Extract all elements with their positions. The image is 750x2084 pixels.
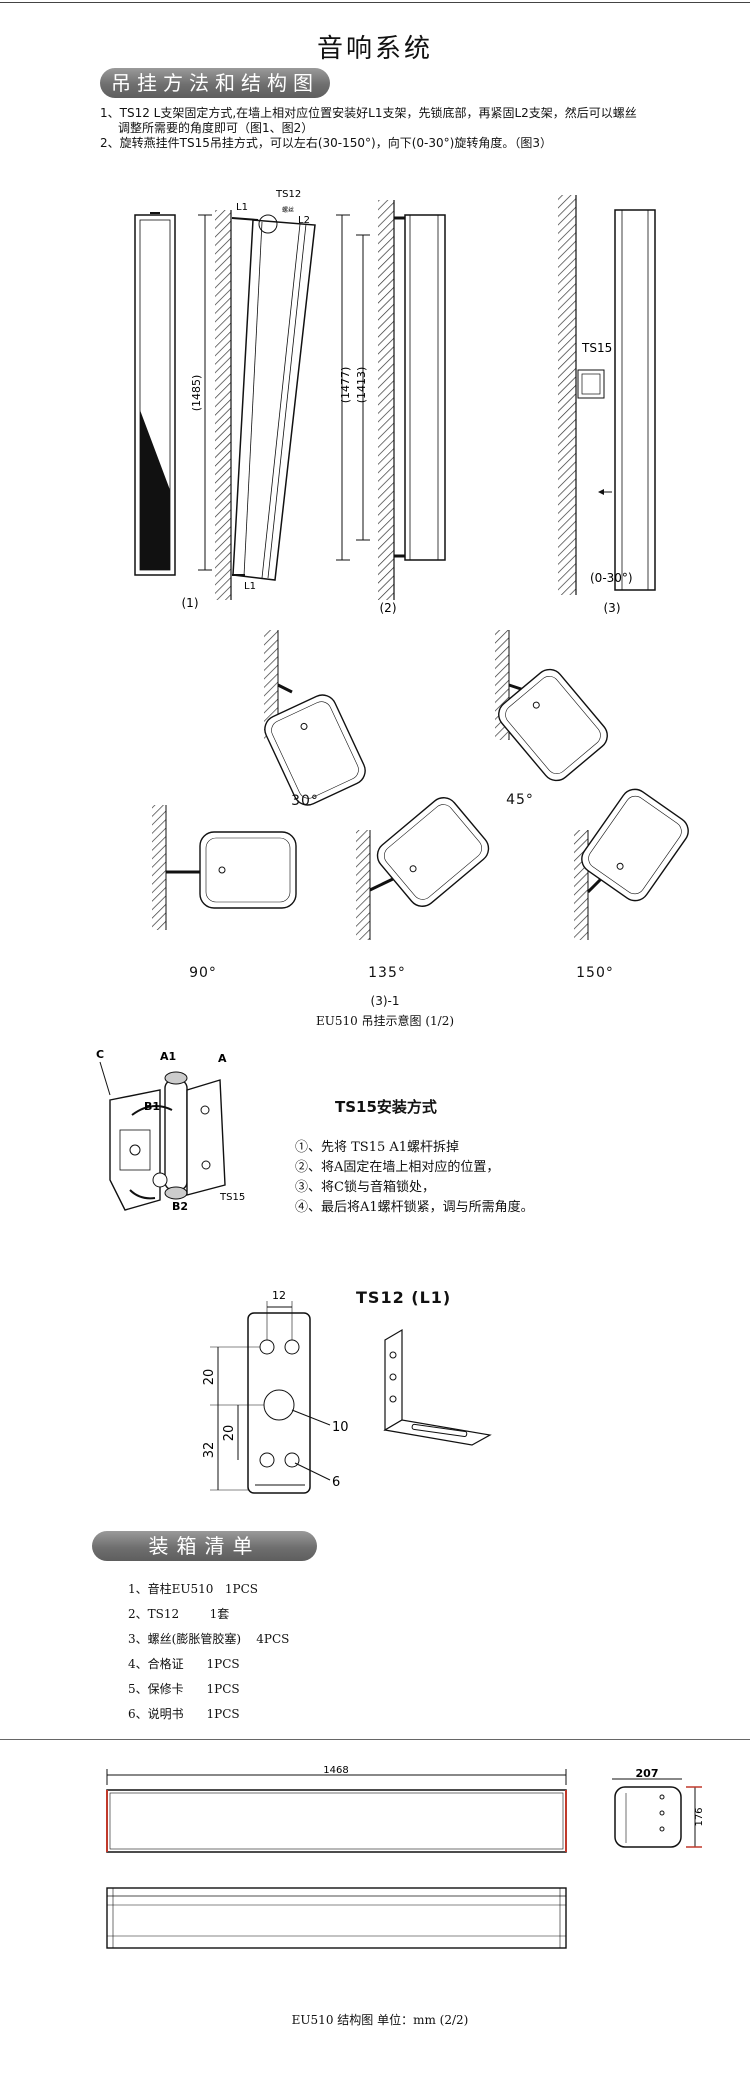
page-title: 音响系统 [316, 34, 433, 64]
dim-207: 207 [636, 1767, 659, 1780]
ts15-step-1: ①、先将 TS15 A1螺杆拆掉 [295, 1140, 460, 1155]
dim-20a: 20 [202, 1369, 217, 1386]
ts12-bracket-drawing: 12 20 20 32 10 6 [202, 1289, 492, 1494]
ts15-label: TS15 [581, 341, 612, 355]
structure-drawing: 1468 207 176 [106, 1765, 705, 1949]
fig2-caption: (2) [380, 601, 397, 615]
l1-top-label: L1 [236, 202, 248, 213]
fig3-caption: (3) [604, 601, 621, 615]
fig1-caption: (1) [182, 596, 199, 610]
fig3-angle-label: (0-30°) [590, 571, 633, 585]
dim-10: 10 [332, 1420, 349, 1435]
l2-label: L2 [298, 215, 310, 226]
speaker-column-side [404, 214, 446, 561]
ts15-step-2: ②、将A固定在墙上相对应的位置， [295, 1160, 500, 1175]
top-rule [0, 2, 750, 3]
ts12-label: TS12 [275, 189, 301, 200]
section-pill-packing: 装箱清单 [92, 1531, 317, 1561]
dim-1468: 1468 [323, 1765, 348, 1776]
angle-135-label: 135° [368, 965, 406, 981]
label-a: A [218, 1052, 227, 1065]
packing-item-2: 2、TS12 1套 [128, 1607, 230, 1621]
bracket-ts12-marker [258, 214, 278, 234]
l1-bottom-label: L1 [244, 581, 256, 592]
angle-90-label: 90° [189, 965, 217, 981]
ts15-install-title: TS15安装方式 [335, 1098, 437, 1116]
angle-diagrams [152, 630, 689, 940]
ts15-bracket-drawing: A1 A C B1 B2 TS15 [96, 1050, 245, 1213]
luosi-label: 螺丝 [282, 206, 294, 214]
angle-30-label: 30° [291, 793, 319, 809]
note-line-1: 1、TS12 L支架固定方式,在墙上相对应位置安装好L1支架，先锁底部，再紧固L… [100, 106, 637, 120]
angles-caption: EU510 吊挂示意图 (1/2) [315, 1014, 455, 1028]
dim-12: 12 [272, 1289, 286, 1302]
label-a1: A1 [160, 1050, 176, 1063]
speaker-front-view [106, 1789, 567, 1853]
packing-item-3: 3、螺丝(膨胀管胶塞) 4PCS [128, 1632, 290, 1646]
angle-150-label: 150° [576, 965, 614, 981]
label-c: C [96, 1050, 104, 1061]
packing-item-1: 1、音柱EU510 1PCS [128, 1582, 258, 1596]
figures-1-3: (1485) TS12 螺丝 L1 L2 L1 (1) (1477) (1413… [134, 189, 656, 615]
speaker-column-tilted [232, 219, 316, 581]
label-ts15: TS15 [219, 1192, 245, 1203]
speaker-end-view [614, 1786, 682, 1848]
dim-1477-label: (1477) [339, 367, 352, 404]
angles-sub-caption: (3)-1 [370, 994, 400, 1008]
packing-item-5: 5、保修卡 1PCS [128, 1682, 240, 1696]
divider-rule [0, 1739, 750, 1740]
packing-item-6: 6、说明书 1PCS [128, 1707, 240, 1721]
dim-6: 6 [332, 1475, 340, 1490]
ts15-step-4: ④、最后将A1螺杆锁紧，调与所需角度。 [295, 1200, 534, 1215]
ts15-step-3: ③、将C锁与音箱锁处， [295, 1180, 435, 1195]
label-b1: B1 [144, 1100, 160, 1113]
packing-item-4: 4、合格证 1PCS [128, 1657, 240, 1671]
dim-20b: 20 [222, 1425, 237, 1442]
angle-45-label: 45° [506, 792, 534, 808]
ts12-title: TS12 (L1) [356, 1288, 452, 1307]
note-line-2: 调整所需要的角度即可（图1、图2） [118, 121, 314, 135]
speaker-column-hung [614, 209, 656, 591]
section-pill-hanging: 吊挂方法和结构图 [100, 68, 330, 98]
structure-caption: EU510 结构图 单位：mm (2/2) [291, 2013, 469, 2027]
note-line-3: 2、旋转燕挂件TS15吊挂方式，可以左右(30-150°)，向下(0-30°)旋… [100, 136, 552, 150]
packing-list: 1、音柱EU510 1PCS 2、TS12 1套 3、螺丝(膨胀管胶塞) 4PC… [128, 1577, 289, 1727]
ts15-install-steps: ①、先将 TS15 A1螺杆拆掉 ②、将A固定在墙上相对应的位置， ③、将C锁与… [295, 1138, 534, 1218]
dim-1413-label: (1413) [355, 367, 368, 404]
dim-176: 176 [694, 1807, 705, 1826]
dim-32: 32 [202, 1442, 217, 1459]
dim-1485-label: (1485) [190, 375, 203, 412]
speaker-side-view [106, 1887, 567, 1949]
speaker-grille [140, 410, 170, 570]
label-b2: B2 [172, 1200, 188, 1213]
wall-hatch [215, 210, 231, 600]
